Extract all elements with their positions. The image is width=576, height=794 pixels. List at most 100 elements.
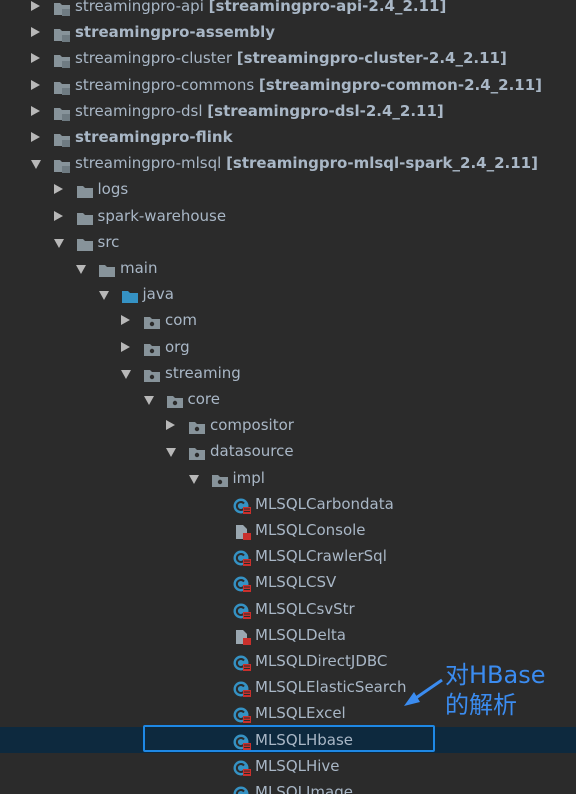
scala-class-icon [233, 732, 251, 750]
package-icon [143, 312, 161, 330]
tree-row[interactable]: spark-warehouse [0, 203, 576, 229]
chevron-down-icon[interactable] [53, 238, 64, 248]
annotation-line-2: 的解析 [445, 691, 517, 719]
tree-row[interactable]: compositor [0, 412, 576, 438]
chevron-down-icon[interactable] [76, 265, 86, 274]
tree-item-label: compositor [210, 412, 294, 438]
package-icon [166, 391, 184, 408]
file-icon [233, 627, 251, 645]
tree-item-label: MLSQLConsole [255, 517, 366, 543]
module-folder-icon [53, 103, 71, 121]
package-icon [143, 365, 161, 382]
tree-row[interactable]: MLSQLExcel [0, 700, 576, 726]
tree-row[interactable]: MLSQLConsole [0, 517, 576, 543]
package-icon [188, 417, 206, 435]
chevron-right-icon[interactable] [31, 27, 40, 38]
chevron-right-icon[interactable] [31, 105, 40, 116]
tree-item-label: MLSQLExcel [255, 700, 346, 726]
tree-row[interactable]: MLSQLHbase [0, 726, 576, 753]
tree-row[interactable]: impl [0, 465, 576, 491]
tree-row[interactable]: MLSQLCarbondata [0, 491, 576, 517]
tree-item-name: datasource [210, 442, 294, 461]
package-icon [188, 443, 206, 461]
chevron-right-icon[interactable] [31, 53, 40, 64]
tree-row[interactable]: org [0, 334, 576, 360]
tree-row[interactable]: MLSQLCsvStr [0, 596, 576, 622]
tree-item-name: streamingpro-flink [75, 128, 233, 146]
tree-row[interactable]: com [0, 307, 576, 333]
tree-item-label: MLSQLDelta [255, 622, 346, 648]
annotation-line-1: 对HBase [445, 661, 546, 689]
package-icon [211, 470, 229, 487]
module-folder-icon [53, 155, 71, 174]
chevron-down-icon[interactable] [143, 396, 154, 405]
tree-row[interactable]: streamingpro-mlsql [streamingpro-mlsql-s… [0, 150, 576, 176]
tree-item-artifact: [streamingpro-dsl-2.4_2.11] [207, 101, 444, 120]
tree-row[interactable]: MLSQLCrawlerSql [0, 543, 576, 569]
tree-row[interactable]: streamingpro-commons [streamingpro-commo… [0, 72, 576, 98]
chevron-down-icon[interactable] [98, 291, 109, 301]
chevron-right-icon[interactable] [121, 341, 130, 352]
scala-class-icon [233, 574, 251, 593]
tree-row[interactable]: streamingpro-api [streamingpro-api-2.4_2… [0, 0, 576, 19]
tree-row[interactable]: MLSQLElasticSearch [0, 674, 576, 700]
tree-item-label: java [143, 281, 174, 307]
folder-icon [76, 181, 94, 199]
chevron-down-icon[interactable] [31, 160, 41, 170]
tree-item-name: logs [97, 180, 129, 199]
tree-row[interactable]: streamingpro-cluster [streamingpro-clust… [0, 45, 576, 71]
scala-class-icon [233, 601, 251, 619]
tree-row[interactable]: MLSQLDelta [0, 622, 576, 648]
scala-class-icon [233, 679, 251, 698]
tree-row[interactable]: streaming [0, 360, 576, 386]
tree-item-label: com [165, 307, 197, 333]
chevron-right-icon[interactable] [53, 210, 63, 221]
tree-row[interactable]: java [0, 281, 576, 307]
module-folder-icon [53, 0, 71, 16]
tree-item-label: MLSQLCsvStr [255, 596, 355, 622]
tree-item-name: MLSQLConsole [255, 521, 366, 539]
tree-row[interactable]: datasource [0, 438, 576, 464]
tree-item-name: MLSQLExcel [255, 704, 346, 723]
chevron-right-icon[interactable] [53, 184, 63, 195]
chevron-right-icon[interactable] [31, 132, 40, 142]
tree-row[interactable]: MLSQLHive [0, 753, 576, 779]
module-folder-icon [53, 50, 71, 69]
tree-row[interactable]: streamingpro-dsl [streamingpro-dsl-2.4_2… [0, 98, 576, 124]
annotation-callout: 对HBase 的解析 [445, 660, 546, 720]
tree-row[interactable]: streamingpro-flink [0, 124, 576, 150]
tree-row[interactable]: main [0, 255, 576, 281]
chevron-right-icon[interactable] [166, 420, 175, 431]
chevron-right-icon[interactable] [31, 79, 40, 90]
chevron-right-icon[interactable] [121, 315, 130, 326]
tree-item-label: streamingpro-flink [75, 124, 233, 150]
tree-item-name: MLSQLElasticSearch [255, 678, 407, 697]
module-folder-icon [53, 24, 71, 43]
scala-class-icon [233, 705, 251, 724]
chevron-right-icon[interactable] [31, 1, 40, 11]
chevron-down-icon[interactable] [121, 369, 131, 379]
tree-item-name: compositor [210, 416, 294, 435]
tree-item-name: core [187, 390, 221, 408]
tree-row[interactable]: core [0, 386, 576, 412]
tree-row[interactable]: MLSQLDirectJDBC [0, 648, 576, 674]
chevron-down-icon[interactable] [188, 474, 199, 484]
tree-row[interactable]: logs [0, 176, 576, 202]
tree-row[interactable]: MLSQLCSV [0, 569, 576, 595]
tree-item-label: streamingpro-dsl [streamingpro-dsl-2.4_2… [75, 98, 444, 124]
tree-item-name: org [165, 337, 190, 356]
tree-row[interactable]: src [0, 229, 576, 255]
tree-item-name: MLSQLCarbondata [255, 494, 394, 513]
chevron-down-icon[interactable] [166, 448, 176, 458]
tree-row[interactable]: streamingpro-assembly [0, 19, 576, 45]
tree-item-name: streamingpro-assembly [75, 23, 276, 42]
tree-item-name: MLSQLCSV [255, 573, 337, 592]
tree-item-artifact: [streamingpro-api-2.4_2.11] [208, 0, 447, 15]
tree-item-name: java [142, 285, 174, 304]
tree-row[interactable]: MLSQLImage [0, 779, 576, 794]
folder-icon [76, 234, 94, 251]
tree-item-name: com [165, 311, 198, 330]
module-folder-icon [53, 129, 71, 147]
tree-item-label: streamingpro-mlsql [streamingpro-mlsql-s… [75, 150, 538, 176]
